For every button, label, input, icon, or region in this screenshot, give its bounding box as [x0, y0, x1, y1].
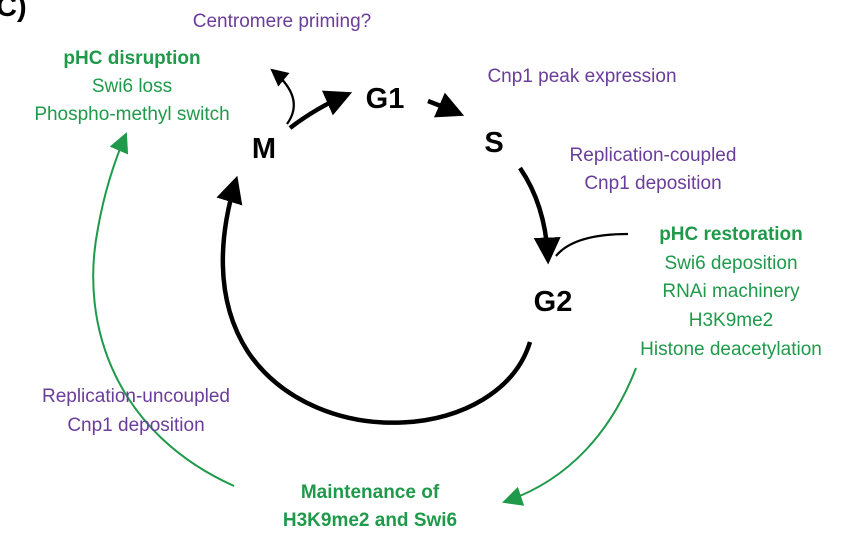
arrow-g2-to-m	[216, 175, 533, 425]
panel-label: C)	[0, 0, 27, 23]
phc-disruption-item: Phospho-methyl switch	[34, 104, 229, 125]
phc-disruption-item: Swi6 loss	[92, 76, 172, 97]
maintenance-line1: Maintenance of	[301, 482, 440, 503]
phase-m: M	[252, 133, 276, 165]
arrow-m-to-disruption	[270, 68, 295, 125]
phase-g1: G1	[366, 83, 405, 115]
phase-g2: G2	[534, 286, 573, 318]
maintenance-line2: H3K9me2 and Swi6	[283, 510, 457, 531]
arrow-s-to-g2	[518, 166, 561, 265]
arrow-restoration-into-cycle	[555, 232, 629, 257]
replication-coupled-line2: Cnp1 deposition	[584, 173, 721, 194]
phc-disruption-title: pHC disruption	[63, 48, 200, 69]
arrow-g1-to-s	[427, 92, 465, 118]
arrow-maintenance-to-disruption	[92, 132, 235, 487]
replication-uncoupled-line1: Replication-uncoupled	[42, 386, 230, 407]
arrow-restoration-to-maintenance	[502, 367, 637, 506]
phase-s: S	[484, 127, 503, 159]
replication-uncoupled-line2: Cnp1 deposition	[67, 415, 204, 436]
phc-restoration-item: H3K9me2	[689, 310, 774, 331]
arrow-m-to-g1	[288, 90, 353, 130]
phc-restoration-item: Histone deacetylation	[640, 339, 822, 360]
phc-restoration-item: RNAi machinery	[662, 281, 800, 302]
phc-restoration-title: pHC restoration	[659, 224, 803, 245]
cnp1-peak-label: Cnp1 peak expression	[487, 66, 676, 87]
centromere-priming-label: Centromere priming?	[193, 11, 371, 32]
phc-restoration-item: Swi6 deposition	[664, 253, 797, 274]
replication-coupled-line1: Replication-coupled	[570, 145, 737, 166]
